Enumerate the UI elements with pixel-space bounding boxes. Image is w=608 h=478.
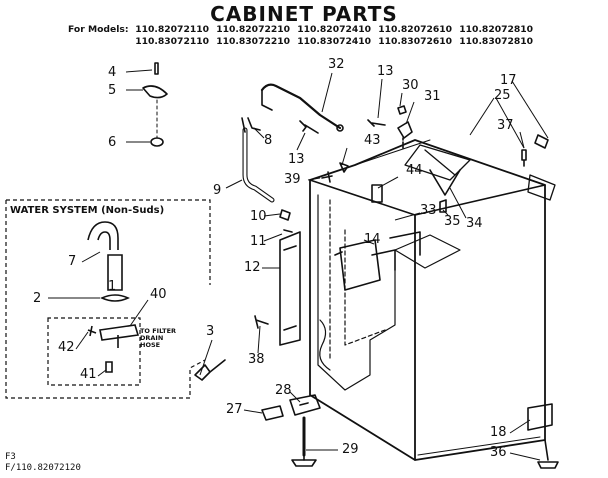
hose-part-7 (87, 221, 119, 250)
callout-8: 8 (264, 133, 273, 148)
callout-34: 34 (466, 216, 483, 231)
model-number: 110.83072210 (216, 36, 291, 47)
model-number: 110.82072210 (216, 24, 291, 35)
model-row-2: 110.83072110 110.83072210 110.83072410 1… (68, 36, 604, 48)
parts-13-30-31 (367, 105, 413, 151)
parts-37-43-44 (321, 162, 383, 203)
top-rim (404, 144, 556, 201)
leveling-leg-29 (291, 416, 317, 467)
callout-38: 36 (490, 445, 507, 460)
model-list: For Models: 110.82072110 110.82072210 11… (68, 24, 604, 48)
callout-40: 40 (150, 287, 167, 302)
hose-part-32 (260, 83, 344, 132)
callout-1: 1 (108, 279, 117, 294)
model-number: 110.82072810 (459, 24, 534, 35)
water-system-box (5, 199, 211, 399)
callout-9: 9 (213, 183, 222, 198)
bracket-part-18 (527, 403, 553, 431)
valve-part-14 (334, 231, 421, 291)
callout-13: 13 (288, 152, 305, 167)
callout-7: 7 (68, 254, 77, 269)
model-number: 110.83072410 (297, 36, 372, 47)
callout-25: 25 (494, 88, 511, 103)
model-row-1: For Models: 110.82072110 110.82072210 11… (68, 24, 604, 36)
nozzle-part-40 (99, 324, 140, 348)
footer-figure-ref: F/110.82072120 (5, 463, 81, 473)
callout-10: 10 (250, 209, 267, 224)
callout-11: 11 (250, 234, 267, 249)
callout-2: 2 (33, 291, 42, 306)
screw-part-39 (254, 315, 269, 329)
model-number: 110.83072810 (459, 36, 534, 47)
screw-part-36 (521, 149, 527, 167)
model-number: 110.82072410 (297, 24, 372, 35)
callout-4: 4 (108, 65, 117, 80)
model-number: 110.83072110 (135, 36, 210, 47)
callout-27: 27 (226, 402, 243, 417)
models-label: For Models: (68, 24, 129, 35)
callout-42: 42 (58, 340, 75, 355)
callout-6: 6 (108, 135, 117, 150)
water-system-label: WATER SYSTEM (Non-Suds) (10, 205, 165, 216)
screw-part-13 (299, 120, 319, 134)
screw-part-42 (87, 325, 97, 337)
callout-33: 33 (420, 203, 437, 218)
filter-drain-note: TO FILTER DRAIN HOSE (140, 328, 176, 349)
callout-41: 41 (80, 367, 97, 382)
filter-note-line: TO FILTER (140, 327, 177, 335)
filter-note-line: HOSE (140, 341, 161, 349)
filter-note-line: DRAIN (140, 334, 164, 342)
clamp-part-8 (241, 117, 261, 133)
callout-18: 18 (490, 425, 507, 440)
model-number: 110.82072110 (135, 24, 210, 35)
bracket-part-12 (279, 231, 301, 346)
callout-31: 31 (424, 89, 441, 104)
part-27 (261, 405, 284, 421)
model-number: 110.82072610 (378, 24, 453, 35)
callout-29: 29 (342, 442, 359, 457)
callout-13: 13 (377, 64, 394, 79)
callout-32: 32 (328, 57, 345, 72)
callout-43: 43 (364, 133, 381, 148)
callout-44: 44 (406, 163, 423, 178)
callout-14: 14 (364, 232, 381, 247)
page-title: CABINET PARTS (210, 2, 398, 26)
clamp-part-2 (100, 294, 130, 302)
parts-34-35 (429, 169, 461, 213)
leg-bracket-28 (289, 394, 321, 416)
callout-30: 30 (402, 78, 419, 93)
leader-lines (48, 69, 549, 461)
callout-5: 5 (108, 83, 117, 98)
tube-part-1 (107, 254, 123, 291)
callout-39: 38 (248, 352, 265, 367)
parts-10-11 (279, 209, 293, 233)
cabinet-interior (317, 194, 396, 391)
hose-part-9 (242, 127, 275, 203)
callout-35: 35 (444, 214, 461, 229)
model-number: 110.83072610 (378, 36, 453, 47)
screw-part-41 (105, 361, 113, 373)
cabinet-body (309, 139, 546, 461)
callout-17: 17 (500, 73, 517, 88)
callout-37: 39 (284, 172, 301, 187)
callout-36: 37 (497, 118, 514, 133)
leg-part-38 (537, 439, 559, 469)
callout-28: 28 (275, 383, 292, 398)
clip-part-17 (534, 134, 549, 149)
callout-3: 3 (206, 324, 215, 339)
drain-line-part-3 (194, 359, 226, 381)
callout-12: 12 (244, 260, 261, 275)
parts-4-5-6 (142, 62, 168, 147)
footer-sheet-code: F3 (5, 452, 16, 462)
